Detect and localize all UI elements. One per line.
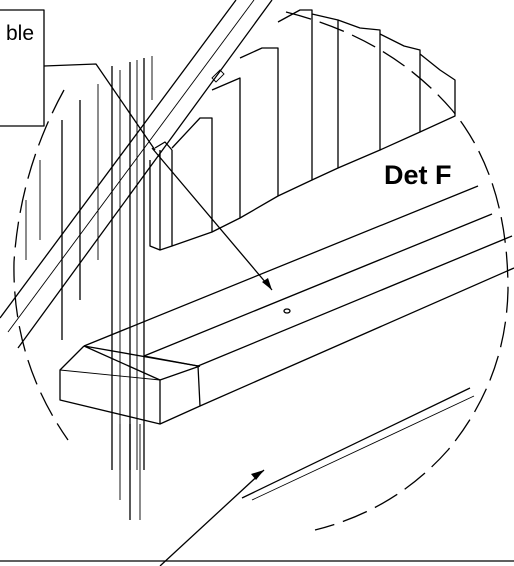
lower-framing (119, 387, 475, 520)
arrow-to-hole (151, 147, 273, 291)
detail-label: Det F (384, 160, 452, 190)
detail-circle (13, 11, 509, 531)
diagonal-brace (0, 0, 273, 349)
arrow-to-beam (159, 469, 265, 566)
callout-leader (43, 63, 156, 151)
horizontal-beam (59, 185, 514, 425)
callout-box: ble (0, 9, 45, 127)
wall-panels (25, 9, 456, 470)
callout-text: ble (6, 22, 34, 45)
